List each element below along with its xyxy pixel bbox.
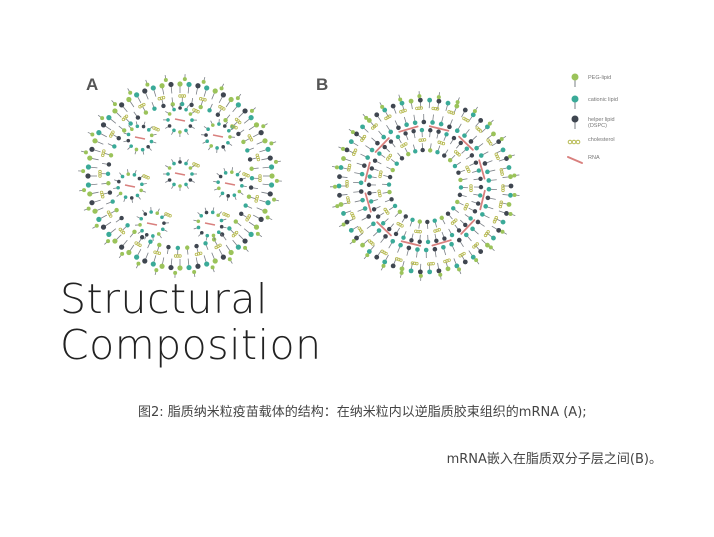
inverse-micelle: [163, 157, 200, 191]
inverse-micelle: [135, 207, 172, 241]
rna-strand: [458, 135, 474, 151]
rna-strand: [212, 134, 224, 138]
helper-lipid-icon: [571, 115, 579, 129]
rna-strand: [460, 219, 476, 235]
rna-strand: [398, 125, 419, 133]
rna-strand: [174, 172, 186, 176]
outer-lipid-shell: [78, 74, 282, 278]
cationic-lipid-icon: [571, 95, 579, 109]
rna-strand: [428, 125, 450, 132]
rna-strand: [124, 184, 136, 188]
rna-strand: [376, 221, 392, 237]
legend-label: RNA: [588, 155, 600, 161]
inverse-micelle-core: [98, 94, 262, 258]
rna-strand: [478, 159, 486, 180]
rna-icon: [567, 156, 583, 164]
legend-label: cholesterol: [588, 137, 615, 143]
legend-item: RNA: [566, 152, 706, 168]
legend-item: PEG-lipid: [566, 72, 706, 88]
legend-item: helper lipid (DSPC): [566, 114, 706, 130]
inverse-micelle: [193, 207, 230, 241]
legend-label: PEG-lipid: [588, 75, 612, 81]
title-line-2: Composition: [60, 321, 322, 369]
rna-strands: [364, 125, 486, 247]
figure-caption-line-1: 图2: 脂质纳米粒疫苗载体的结构：在纳米粒内以逆脂质胶束组织的mRNA (A);: [138, 405, 587, 420]
inverse-micelle: [201, 119, 238, 153]
cholesterol-icon: [567, 139, 581, 145]
legend-label: cationic lipid: [588, 97, 618, 103]
figure-caption-line-2: mRNA嵌入在脂质双分子层之间(B)。: [446, 452, 662, 467]
rna-strand: [431, 239, 452, 247]
bilayer-rings: [329, 91, 520, 281]
inverse-micelle: [113, 169, 150, 203]
peg-lipid-icon: [571, 73, 579, 87]
slide-title: Structural Composition: [60, 276, 322, 368]
legend-item: cationic lipid: [566, 94, 706, 110]
legend: PEG-lipid cationic lipid helper lipid (DSP…: [566, 72, 706, 167]
legend-item: cholesterol: [566, 134, 706, 150]
rna-strand: [204, 222, 216, 226]
inverse-micelle: [162, 102, 200, 138]
inverse-micelle: [213, 167, 250, 201]
rna-strand: [174, 118, 186, 122]
rna-strand: [224, 182, 236, 186]
panel-a-label: A: [86, 75, 99, 94]
rna-strand: [374, 137, 390, 153]
inverse-micelle: [123, 121, 160, 155]
rna-strand: [146, 222, 158, 226]
legend-label: helper lipid (DSPC): [588, 117, 615, 129]
rna-strand: [134, 136, 146, 140]
rna-strand: [479, 189, 486, 211]
title-line-1: Structural: [60, 275, 268, 323]
rna-strand: [364, 161, 371, 183]
rna-strand: [400, 240, 422, 247]
panel-b-label: B: [316, 75, 329, 94]
rna-strand: [364, 192, 372, 213]
